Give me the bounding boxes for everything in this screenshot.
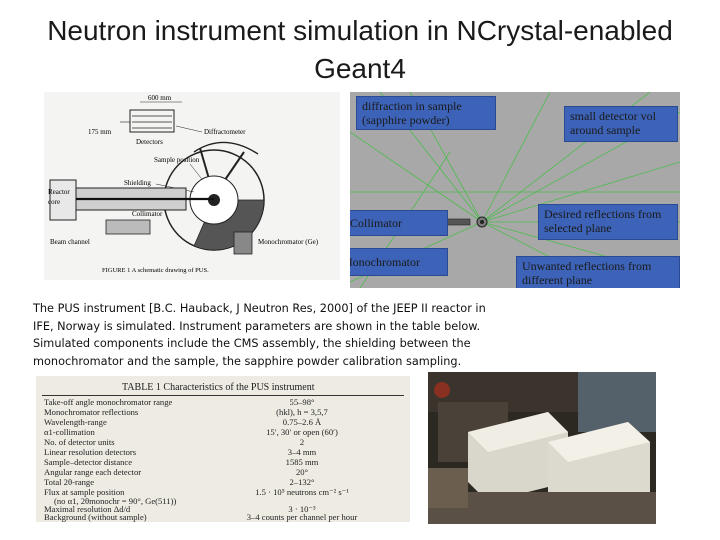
table-title: TABLE 1 Characteristics of the PUS instr… <box>122 382 315 393</box>
label-beam-channel: Beam channel <box>50 238 90 246</box>
label-monochromator-sim: Monochromator <box>350 248 448 276</box>
label-collimator: Collimator <box>132 210 163 218</box>
label-diffraction-in-sample: diffraction in sample (sapphire powder) <box>356 96 496 130</box>
slide-title: Neutron instrument simulation in NCrysta… <box>47 15 673 84</box>
dim-600: 600 mm <box>148 94 172 102</box>
instrument-photo <box>428 372 656 524</box>
label-diffractometer: Diffractometer <box>204 128 246 136</box>
label-reactor: Reactor <box>48 188 70 196</box>
label-sample-position: Sample position <box>154 156 200 164</box>
label-shielding: Shielding <box>124 179 151 187</box>
figure-caption: FIGURE 1 A schematic drawing of PUS. <box>102 267 209 274</box>
label-detectors: Detectors <box>136 138 163 146</box>
dim-175: 175 mm <box>88 128 112 136</box>
label-small-detector: small detector vol around sample <box>564 106 678 142</box>
label-collimator-sim: Collimator <box>350 210 448 236</box>
label-unwanted-reflections: Unwanted reflections from different plan… <box>516 256 680 288</box>
characteristics-table: TABLE 1 Characteristics of the PUS instr… <box>36 376 410 522</box>
pus-schematic-figure: 600 mm 175 mm Diffractometer Detectors S… <box>44 92 340 280</box>
geant4-simulation-view: diffraction in sample (sapphire powder) … <box>350 92 680 288</box>
instrument-description: The PUS instrument [B.C. Hauback, J Neut… <box>33 302 486 368</box>
table-rule-top <box>42 395 404 396</box>
label-core: core <box>48 198 60 206</box>
label-desired-reflections: Desired reflections from selected plane <box>538 204 678 240</box>
label-monochromator: Monochromator (Ge) <box>258 238 319 246</box>
